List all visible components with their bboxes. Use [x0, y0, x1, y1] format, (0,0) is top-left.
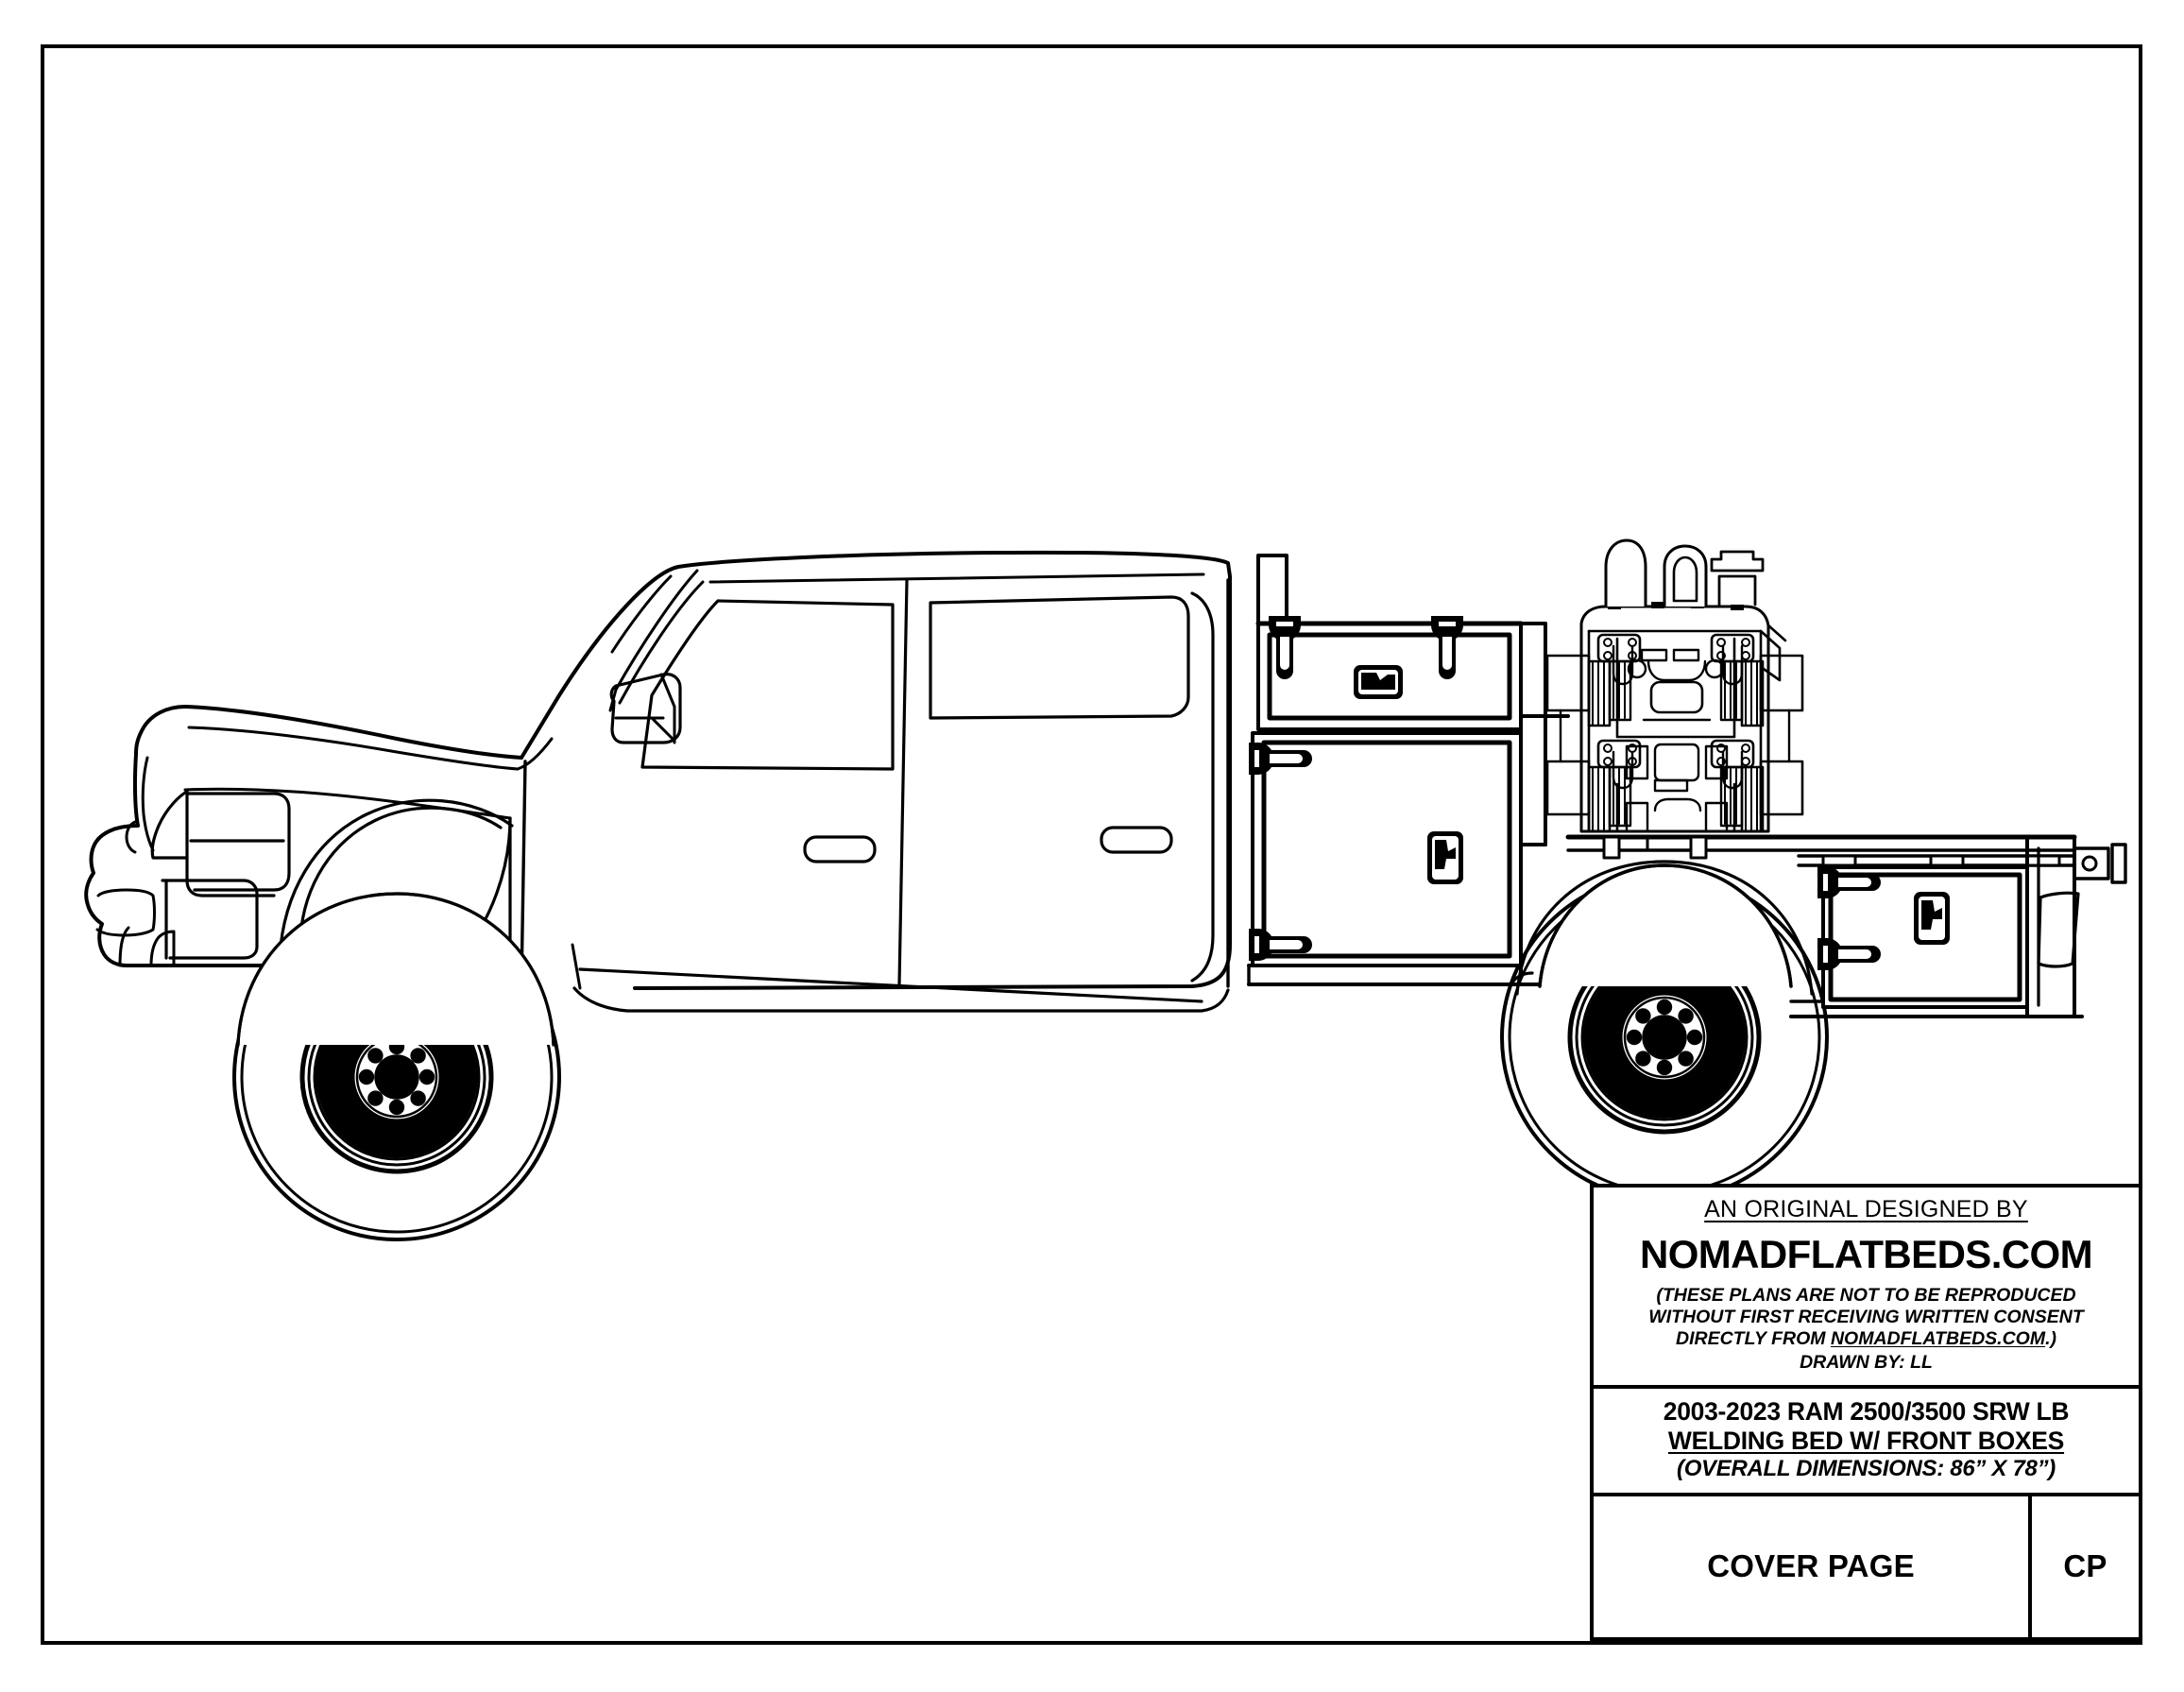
- model-line-2: WELDING BED W/ FRONT BOXES: [1667, 1426, 2065, 1455]
- sheet-code: CP: [2063, 1548, 2107, 1584]
- page-border: [41, 44, 2142, 1645]
- sheet-code-cell: CP: [2032, 1496, 2139, 1637]
- title-block-sheet-row: COVER PAGE CP: [1594, 1495, 2139, 1637]
- sheet-name-cell: COVER PAGE: [1594, 1495, 2032, 1637]
- model-line-1: 2003-2023 RAM 2500/3500 SRW LB: [1663, 1397, 2070, 1427]
- title-block: AN ORIGINAL DESIGNED BY NOMADFLATBEDS.CO…: [1590, 1184, 2142, 1641]
- legal-line-1: (THESE PLANS ARE NOT TO BE REPRODUCED: [1656, 1285, 2076, 1307]
- sheet-name: COVER PAGE: [1707, 1548, 1915, 1584]
- legal-line-3-pre: DIRECTLY FROM: [1676, 1328, 1831, 1350]
- legal-line-3: DIRECTLY FROM NOMADFLATBEDS.COM.): [1601, 1328, 2131, 1350]
- brand-name: NOMADFLATBEDS.COM: [1640, 1232, 2093, 1277]
- designed-by-label: AN ORIGINAL DESIGNED BY: [1704, 1196, 2028, 1222]
- title-block-model-row: 2003-2023 RAM 2500/3500 SRW LB WELDING B…: [1594, 1389, 2139, 1496]
- brand-link: NOMADFLATBEDS.COM: [1830, 1328, 2046, 1350]
- overall-dimensions: (OVERALL DIMENSIONS: 86” X 78”): [1677, 1455, 2056, 1481]
- legal-line-2: WITHOUT FIRST RECEIVING WRITTEN CONSENT: [1648, 1307, 2084, 1328]
- drawn-by-label: DRAWN BY: LL: [1800, 1352, 1933, 1374]
- title-block-credit-row: AN ORIGINAL DESIGNED BY NOMADFLATBEDS.CO…: [1594, 1188, 2139, 1390]
- legal-line-3-post: .): [2045, 1328, 2056, 1350]
